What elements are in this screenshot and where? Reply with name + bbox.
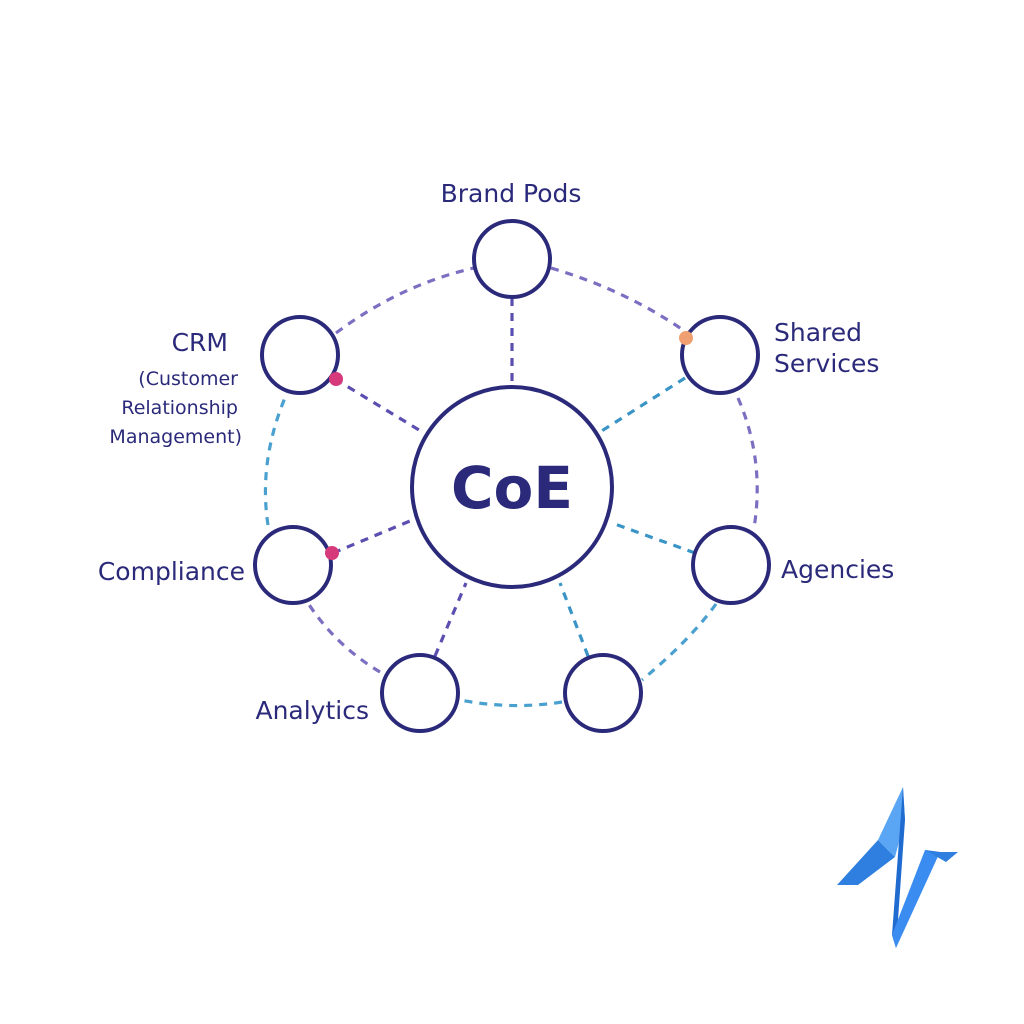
ring-edge-brandpods-shared	[550, 266, 684, 332]
label-agencies: Agencies	[781, 555, 894, 584]
spoke-shared-services	[599, 376, 686, 434]
ring-edge-crm-brandpods	[335, 266, 475, 335]
ring-edge-compliance-crm	[263, 392, 289, 526]
marker-dot-crm	[329, 372, 343, 386]
ring-edge-bottomright-analytics	[459, 698, 563, 708]
spoke-compliance	[332, 519, 411, 555]
center-node[interactable]: CoE	[410, 385, 614, 589]
label-analytics: Analytics	[255, 696, 369, 725]
spoke-bottom-right	[558, 582, 590, 657]
label-shared-services-line1: Shared	[774, 318, 862, 347]
marker-dot-compliance	[325, 546, 339, 560]
logo-icon	[837, 787, 958, 948]
label-brand-pods: Brand Pods	[441, 179, 582, 208]
node-shared-services[interactable]	[680, 315, 760, 395]
label-crm-sub-3: Management)	[109, 426, 242, 448]
label-crm: CRM	[172, 328, 228, 357]
spoke-crm	[334, 377, 425, 435]
ring-edge-agencies-bottomright	[640, 603, 718, 682]
marker-dot-shared-services	[679, 331, 693, 345]
label-shared-services-line2: Services	[774, 349, 879, 378]
label-compliance: Compliance	[98, 557, 245, 586]
node-crm[interactable]	[260, 315, 340, 395]
spoke-analytics	[433, 582, 468, 657]
node-bottom-right[interactable]	[563, 653, 643, 733]
node-brand-pods[interactable]	[472, 219, 552, 299]
center-label: CoE	[451, 454, 573, 522]
node-compliance[interactable]	[253, 525, 333, 605]
label-crm-sub-2: Relationship	[121, 397, 238, 419]
spokes	[332, 298, 696, 657]
spoke-agencies	[611, 521, 696, 555]
ring-edge-analytics-compliance	[306, 602, 381, 674]
outer-ring	[263, 266, 759, 708]
ring-edge-shared-agencies	[736, 397, 759, 529]
label-crm-sub-1: (Customer	[138, 368, 238, 390]
node-agencies[interactable]	[691, 525, 771, 605]
node-analytics[interactable]	[380, 653, 460, 733]
